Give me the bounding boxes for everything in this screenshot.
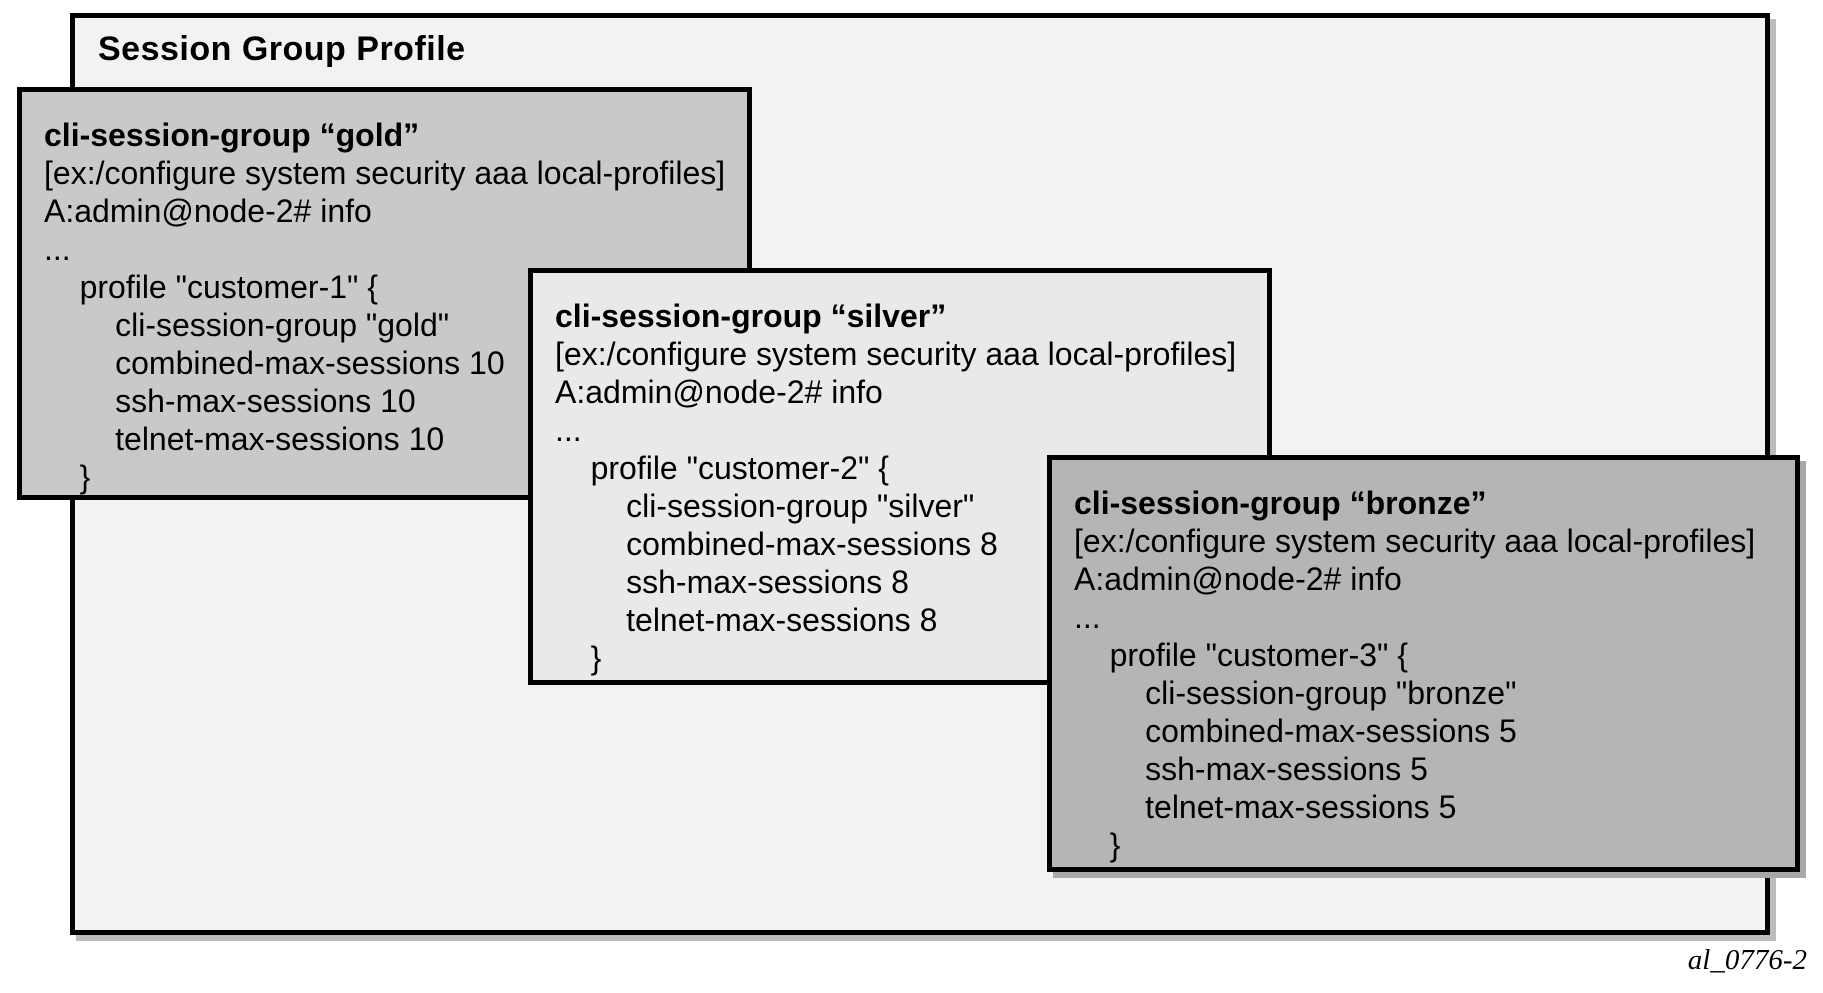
bronze-profile-box: cli-session-group “bronze” [ex:/configur… [1047,455,1800,872]
code-line: telnet-max-sessions 5 [1074,789,1457,825]
code-line: combined-max-sessions 8 [555,526,998,562]
code-line: [ex:/configure system security aaa local… [44,155,726,191]
figure-title: Session Group Profile [98,30,466,68]
code-line: ssh-max-sessions 10 [44,383,416,419]
code-line: combined-max-sessions 10 [44,345,505,381]
bronze-box-title: cli-session-group “bronze” [1074,485,1487,521]
gold-profile-box: cli-session-group “gold” [ex:/configure … [17,87,752,500]
code-line: telnet-max-sessions 10 [44,421,445,457]
code-line: ... [1074,599,1101,635]
gold-box-title: cli-session-group “gold” [44,117,420,153]
code-line: A:admin@node-2# info [1074,561,1402,597]
code-line: A:admin@node-2# info [555,374,883,410]
code-line: } [1074,827,1121,863]
code-line: } [44,459,91,495]
silver-box-title: cli-session-group “silver” [555,298,947,334]
code-line: ssh-max-sessions 8 [555,564,909,600]
code-line: ... [555,412,582,448]
code-line: ... [44,231,71,267]
code-line: [ex:/configure system security aaa local… [555,336,1237,372]
code-line: cli-session-group "silver" [555,488,975,524]
code-line: telnet-max-sessions 8 [555,602,938,638]
code-line: [ex:/configure system security aaa local… [1074,523,1756,559]
code-line: combined-max-sessions 5 [1074,713,1517,749]
code-line: ssh-max-sessions 5 [1074,751,1428,787]
code-line: cli-session-group "gold" [44,307,450,343]
code-line: A:admin@node-2# info [44,193,372,229]
code-line: profile "customer-3" { [1074,637,1408,673]
figure-id-label: al_0776-2 [1687,944,1807,976]
code-line: profile "customer-1" { [44,269,378,305]
code-line: cli-session-group "bronze" [1074,675,1517,711]
code-line: profile "customer-2" { [555,450,889,486]
code-line: } [555,640,602,676]
